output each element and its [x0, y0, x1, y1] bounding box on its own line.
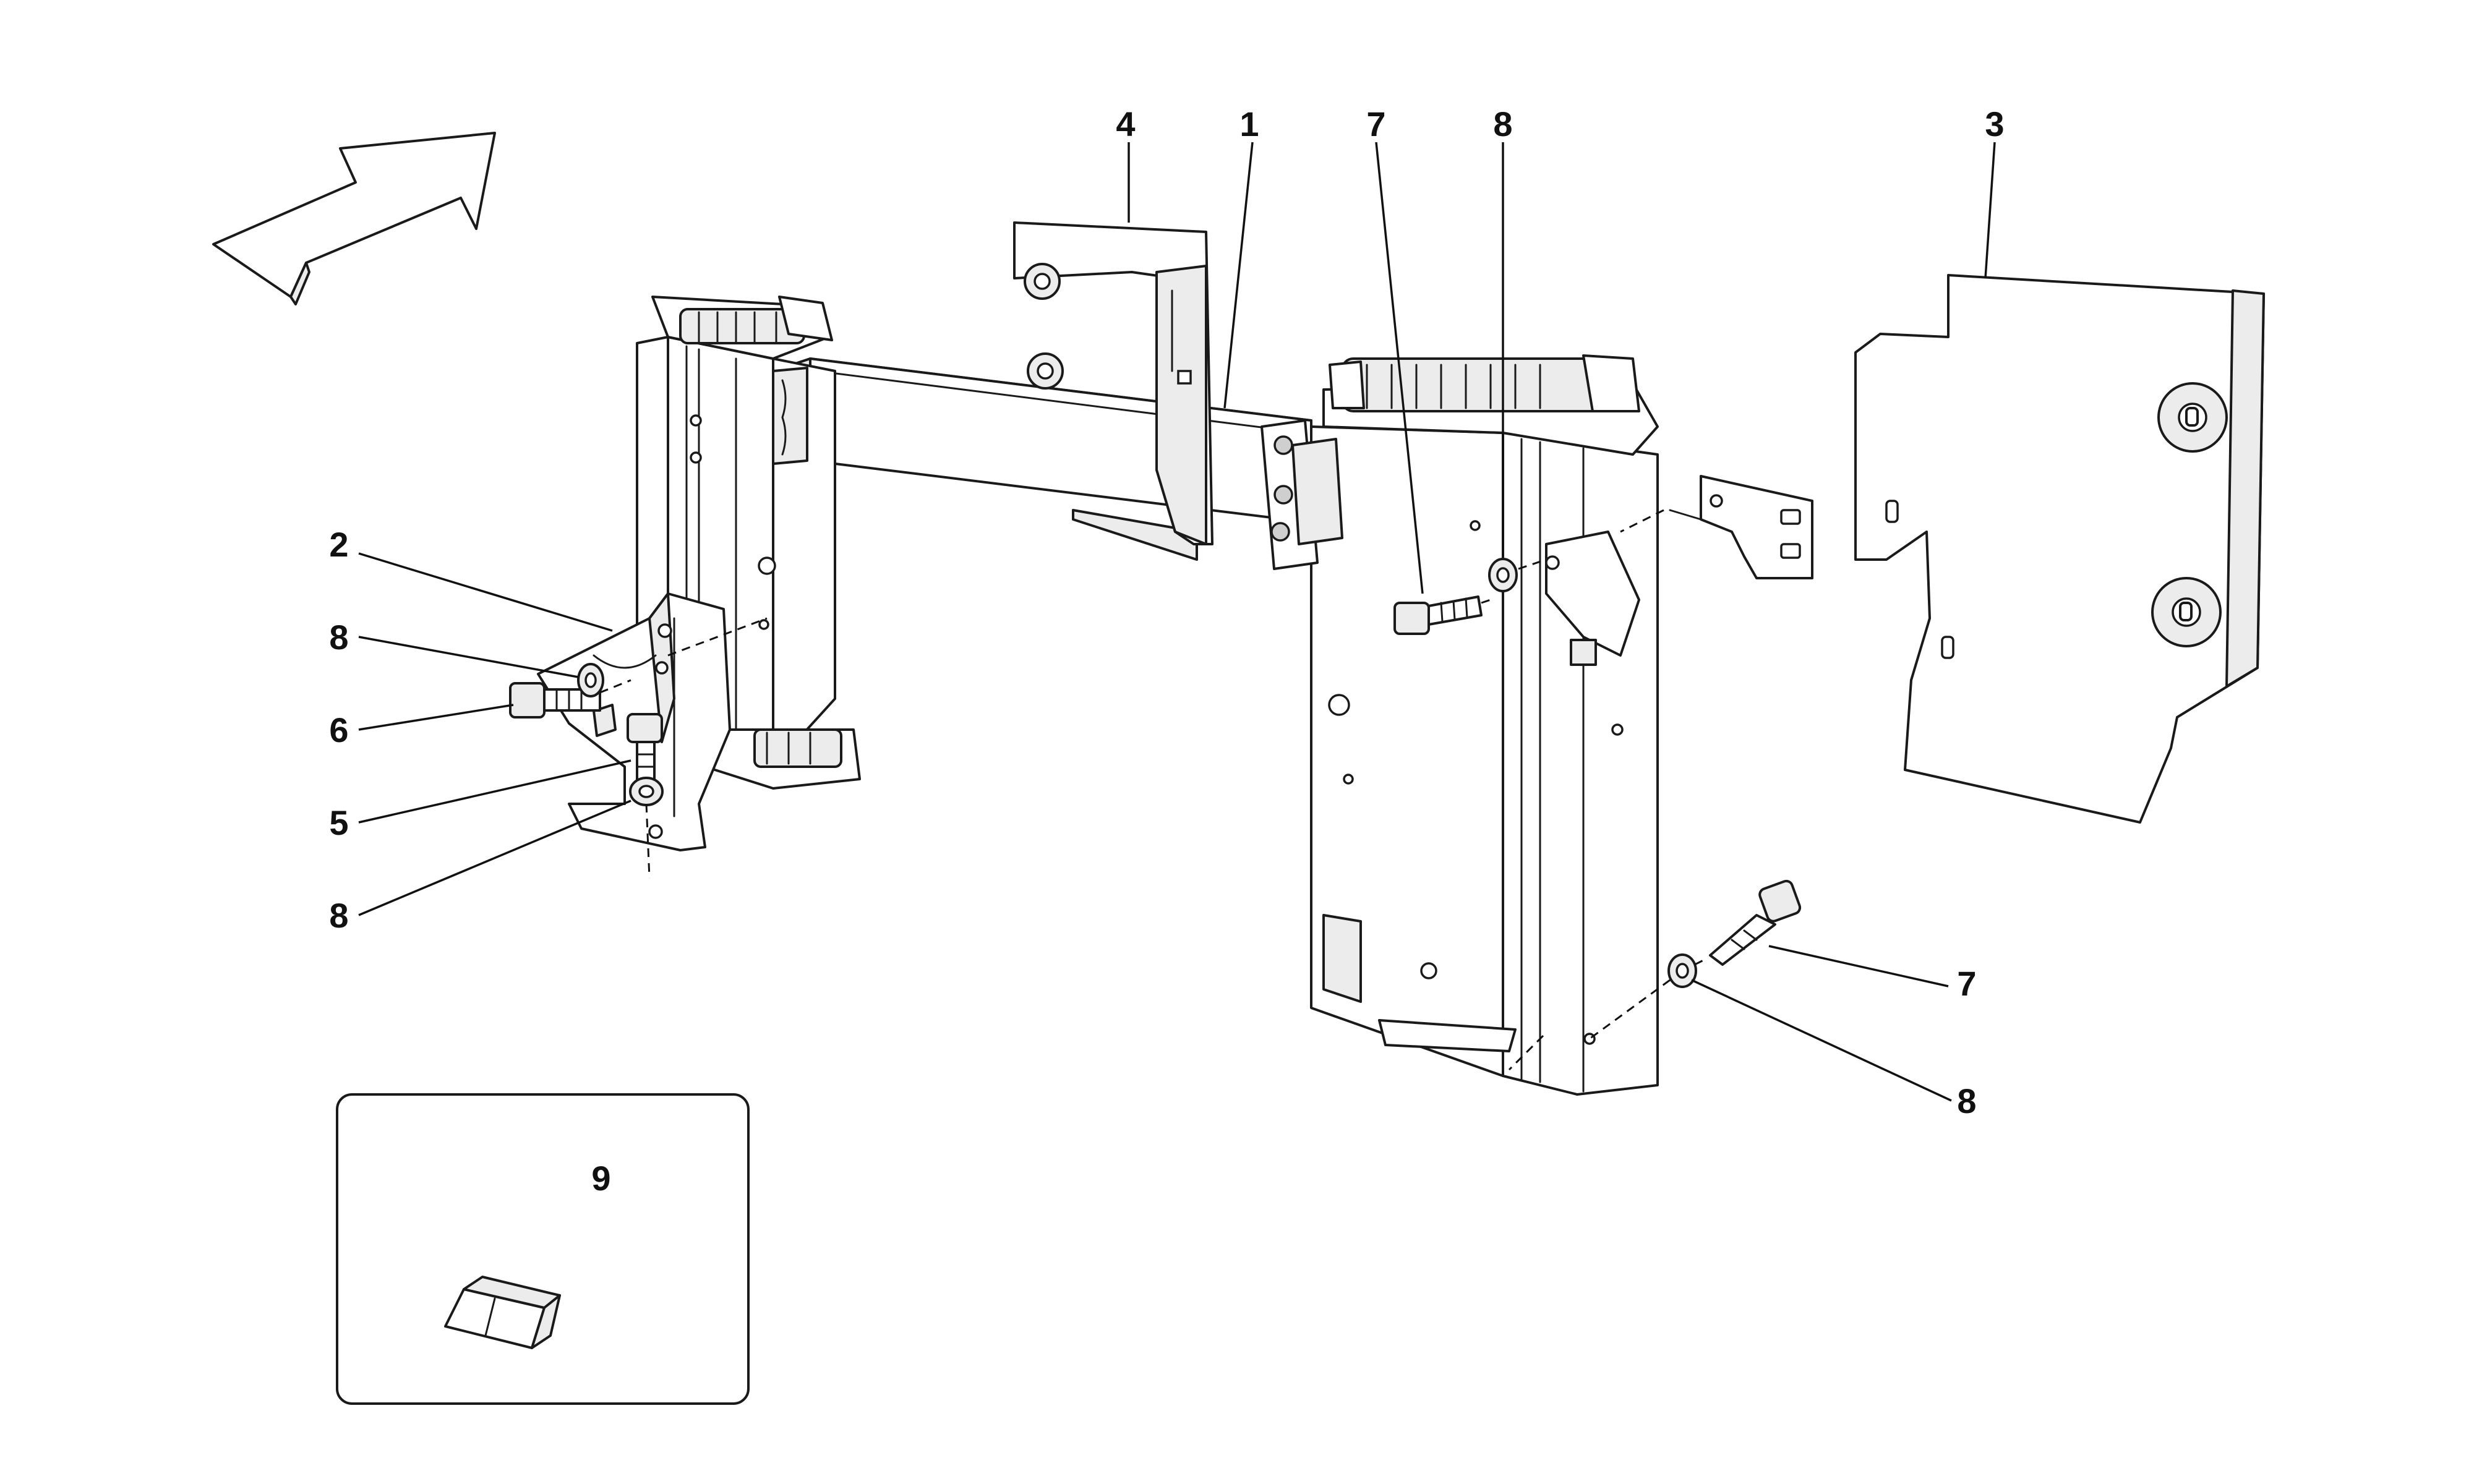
callout-6: 6 — [329, 710, 348, 749]
washer-8-top — [1488, 558, 1518, 592]
callout-2: 2 — [329, 525, 348, 564]
screw-part-7-right — [1709, 879, 1802, 966]
washer-8-left-lower — [629, 777, 664, 806]
callout-8-left-upper: 8 — [329, 618, 348, 657]
callout-9: 9 — [591, 1159, 610, 1198]
inset-detail-box — [336, 1093, 750, 1405]
callout-7-right: 7 — [1957, 964, 1976, 1003]
callout-3: 3 — [1985, 104, 2004, 143]
callout-5: 5 — [329, 803, 348, 842]
callout-4: 4 — [1116, 104, 1135, 143]
panel-part-4 — [1013, 221, 1213, 545]
callout-7-top: 7 — [1366, 104, 1385, 143]
part-9-clip — [444, 1276, 561, 1349]
callout-8-left-lower: 8 — [329, 896, 348, 935]
callout-8-right: 8 — [1957, 1081, 1976, 1120]
screw-part-7-top — [1393, 595, 1483, 635]
panel-part-3 — [1854, 274, 2265, 824]
washer-8-right — [1667, 953, 1697, 988]
direction-arrow-icon — [212, 132, 496, 305]
callout-8-top: 8 — [1493, 104, 1512, 143]
leader-lines — [358, 142, 1996, 1318]
washer-8-left-upper — [577, 663, 604, 697]
assembly-lines — [599, 509, 1708, 1071]
right-upright — [1310, 354, 1659, 1096]
callout-1: 1 — [1239, 104, 1259, 143]
callout-labels: 4 1 7 8 3 2 8 6 5 8 7 8 9 — [329, 104, 2004, 1198]
small-side-bracket — [1669, 475, 1813, 579]
beam-end-fittings — [772, 367, 1343, 570]
